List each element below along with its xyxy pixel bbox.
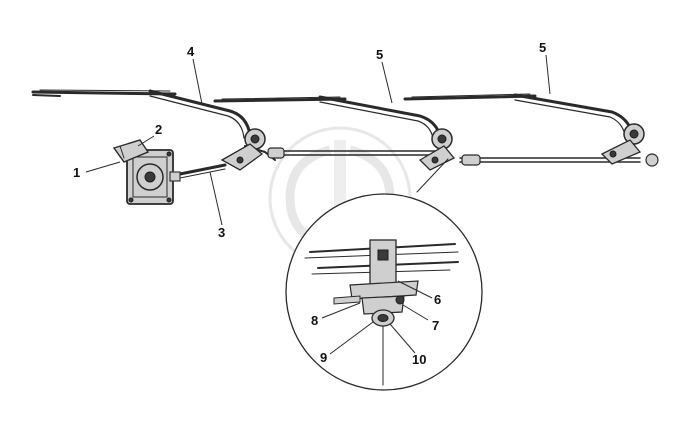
callout-6: 6 bbox=[434, 292, 441, 307]
wiper-blade-right bbox=[403, 93, 537, 101]
callout-5-middle: 5 bbox=[376, 47, 383, 62]
wiper-blade-left bbox=[31, 89, 177, 97]
wiper-motor bbox=[112, 139, 181, 205]
wiper-arm-middle bbox=[318, 95, 453, 150]
detail-view bbox=[285, 158, 483, 391]
callout-5-right: 5 bbox=[539, 40, 546, 55]
callout-4: 4 bbox=[187, 44, 195, 59]
callout-9: 9 bbox=[320, 350, 327, 365]
wiper-arm-right bbox=[513, 93, 645, 145]
callout-8: 8 bbox=[311, 313, 318, 328]
callout-2: 2 bbox=[155, 122, 162, 137]
callout-10: 10 bbox=[412, 352, 426, 367]
pivot-bracket-right bbox=[600, 139, 642, 165]
drive-link bbox=[173, 163, 227, 180]
linkage-rod bbox=[267, 147, 659, 167]
callout-7: 7 bbox=[432, 318, 439, 333]
callout-1: 1 bbox=[73, 165, 80, 180]
pivot-bracket-left bbox=[220, 143, 264, 171]
pivot-bracket-middle bbox=[418, 145, 456, 171]
callout-3: 3 bbox=[218, 225, 225, 240]
leader-lines bbox=[85, 54, 551, 355]
